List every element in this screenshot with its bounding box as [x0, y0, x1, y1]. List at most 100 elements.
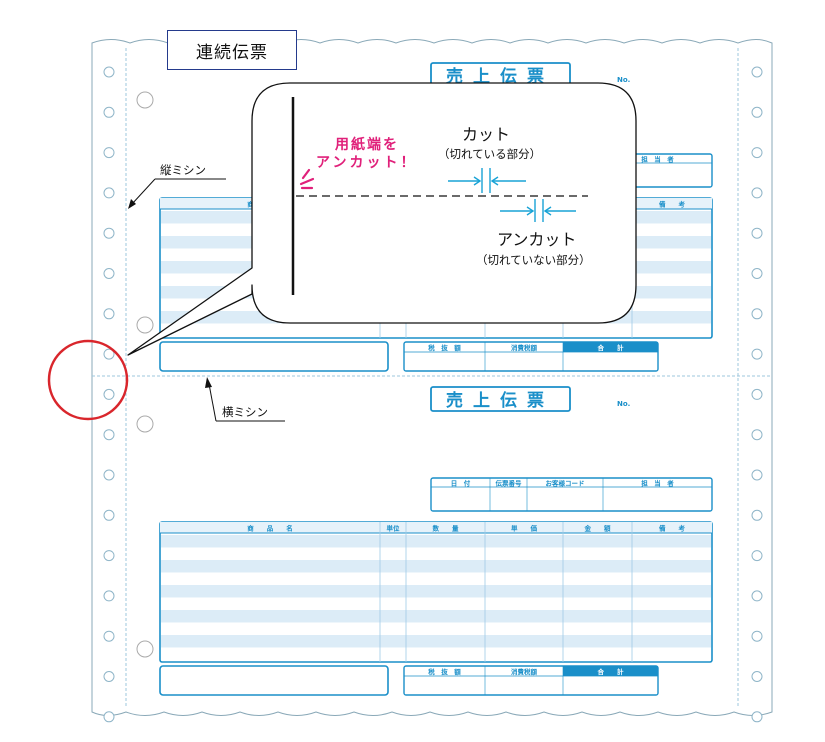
items-table-header-cell: 金 額 — [584, 524, 612, 533]
sprocket-hole-icon — [103, 147, 115, 159]
uncut-sub-label: （切れていない部分） — [476, 253, 591, 267]
sprocket-hole-icon — [103, 711, 115, 723]
sales-slip-form-bottom: 売上伝票 No. 日 付 伝票番号 お客様コード 担 当 者商 品 名 単位 数 量 単 価 金 … — [136, 386, 713, 696]
sprocket-hole-icon — [103, 550, 115, 562]
items-table-row — [161, 572, 711, 585]
remarks-box — [159, 665, 389, 696]
grand-total-header-bg — [563, 666, 658, 676]
sprocket-hole-icon — [103, 106, 115, 118]
uncut-gap-arrows-icon — [500, 199, 576, 222]
info-box — [430, 477, 713, 512]
left-sprocket-holes — [103, 66, 115, 723]
items-table-header-bg — [160, 522, 712, 533]
sprocket-hole-icon — [751, 550, 763, 562]
info-header-cell: 担 当 者 — [641, 155, 674, 164]
info-header-cell: 伝票番号 — [496, 479, 523, 488]
sprocket-hole-icon — [103, 469, 115, 481]
items-table-row — [161, 610, 711, 623]
items-table-row — [161, 597, 711, 610]
items-table-header-cell: 数 量 — [433, 524, 460, 533]
sprocket-hole-icon — [751, 429, 763, 441]
totals-header-cell: 合 計 — [597, 667, 625, 676]
items-table-row — [161, 585, 711, 598]
callout-bubble: 用紙端を アンカット！ カット （切れている部分） アンカット （切れて — [127, 82, 637, 356]
remarks-box — [159, 341, 389, 372]
items-table-header-cell: 備 考 — [659, 200, 686, 209]
sprocket-hole-icon — [103, 388, 115, 400]
sprocket-hole-icon — [103, 671, 115, 682]
items-table-header-cell: 商 品 名 — [247, 524, 293, 533]
sprocket-hole-icon — [751, 509, 763, 521]
uncut-note-line2: アンカット！ — [316, 155, 417, 171]
sprocket-hole-icon — [103, 227, 115, 239]
sprocket-hole-icon — [751, 187, 763, 199]
form-number-label: No. — [617, 400, 630, 408]
badge-title: 連続伝票 — [167, 30, 297, 70]
form-number-label: No. — [617, 76, 630, 84]
sprocket-hole-icon — [103, 66, 115, 78]
grand-total-header-bg — [563, 342, 658, 352]
registration-hole-icon — [136, 640, 154, 658]
sprocket-hole-icon — [751, 268, 763, 279]
items-table-row — [161, 635, 711, 648]
form-title: 売上伝票 — [446, 390, 554, 411]
items-table-row — [161, 547, 711, 560]
sprocket-hole-icon — [103, 590, 115, 602]
items-table-row — [161, 560, 711, 573]
sprocket-hole-icon — [751, 308, 763, 320]
sprocket-hole-icon — [103, 187, 115, 199]
cut-gap-arrows-icon — [448, 168, 526, 193]
sprocket-hole-icon — [751, 106, 763, 118]
sprocket-hole-icon — [103, 429, 115, 441]
horizontal-perforation-text: 横ミシン — [222, 405, 268, 419]
vertical-perforation-label: 縦ミシン — [128, 163, 226, 209]
sprocket-hole-icon — [751, 66, 763, 78]
sprocket-hole-icon — [751, 147, 763, 159]
items-table-header-cell: 単 価 — [511, 524, 538, 533]
sprocket-hole-icon — [751, 388, 763, 400]
registration-hole-icon — [136, 316, 154, 334]
totals-header-cell: 税 抜 額 — [428, 343, 461, 352]
sprocket-hole-icon — [103, 630, 115, 642]
sprocket-hole-icon — [103, 308, 115, 320]
arrow-head-icon — [205, 377, 212, 388]
sprocket-hole-icon — [751, 348, 763, 360]
totals-header-cell: 税 抜 額 — [428, 667, 461, 676]
info-header-cell: 担 当 者 — [641, 479, 674, 488]
info-header-cell: 日 付 — [451, 479, 471, 488]
sprocket-hole-icon — [103, 348, 115, 360]
items-table-row — [161, 647, 711, 660]
sprocket-hole-icon — [751, 590, 763, 602]
arrow-head-icon — [128, 199, 136, 209]
items-table-row — [161, 535, 711, 548]
sprocket-hole-icon — [103, 268, 115, 279]
cut-label: カット — [462, 125, 510, 144]
sprocket-hole-icon — [751, 227, 763, 239]
registration-hole-icon — [136, 415, 154, 433]
totals-header-cell: 合 計 — [597, 343, 625, 352]
registration-hole-icon — [136, 91, 154, 109]
info-header-cell: お客様コード — [546, 479, 585, 488]
emphasis-marks-icon — [299, 168, 315, 190]
sprocket-hole-icon — [751, 630, 763, 642]
sprocket-hole-icon — [751, 469, 763, 481]
items-table-row — [161, 323, 711, 336]
uncut-label: アンカット — [497, 230, 576, 249]
form-title: 売上伝票 — [446, 66, 554, 87]
cut-sub-label: （切れている部分） — [438, 147, 541, 161]
vertical-perforation-text: 縦ミシン — [160, 163, 206, 177]
form-title-box — [430, 386, 571, 412]
sprocket-hole-icon — [751, 711, 763, 723]
right-sprocket-holes — [751, 66, 763, 723]
highlight-circle — [47, 339, 129, 421]
sprocket-hole-icon — [103, 509, 115, 521]
sprocket-hole-icon — [751, 671, 763, 682]
uncut-note-line1: 用紙端を — [335, 136, 399, 153]
items-table-header-cell: 単位 — [387, 524, 401, 533]
horizontal-perforation-label: 横ミシン — [205, 377, 285, 422]
totals-header-cell: 消費税額 — [511, 343, 538, 352]
items-table-header-cell: 備 考 — [659, 524, 686, 533]
totals-header-cell: 消費税額 — [511, 667, 538, 676]
items-table-row — [161, 622, 711, 635]
